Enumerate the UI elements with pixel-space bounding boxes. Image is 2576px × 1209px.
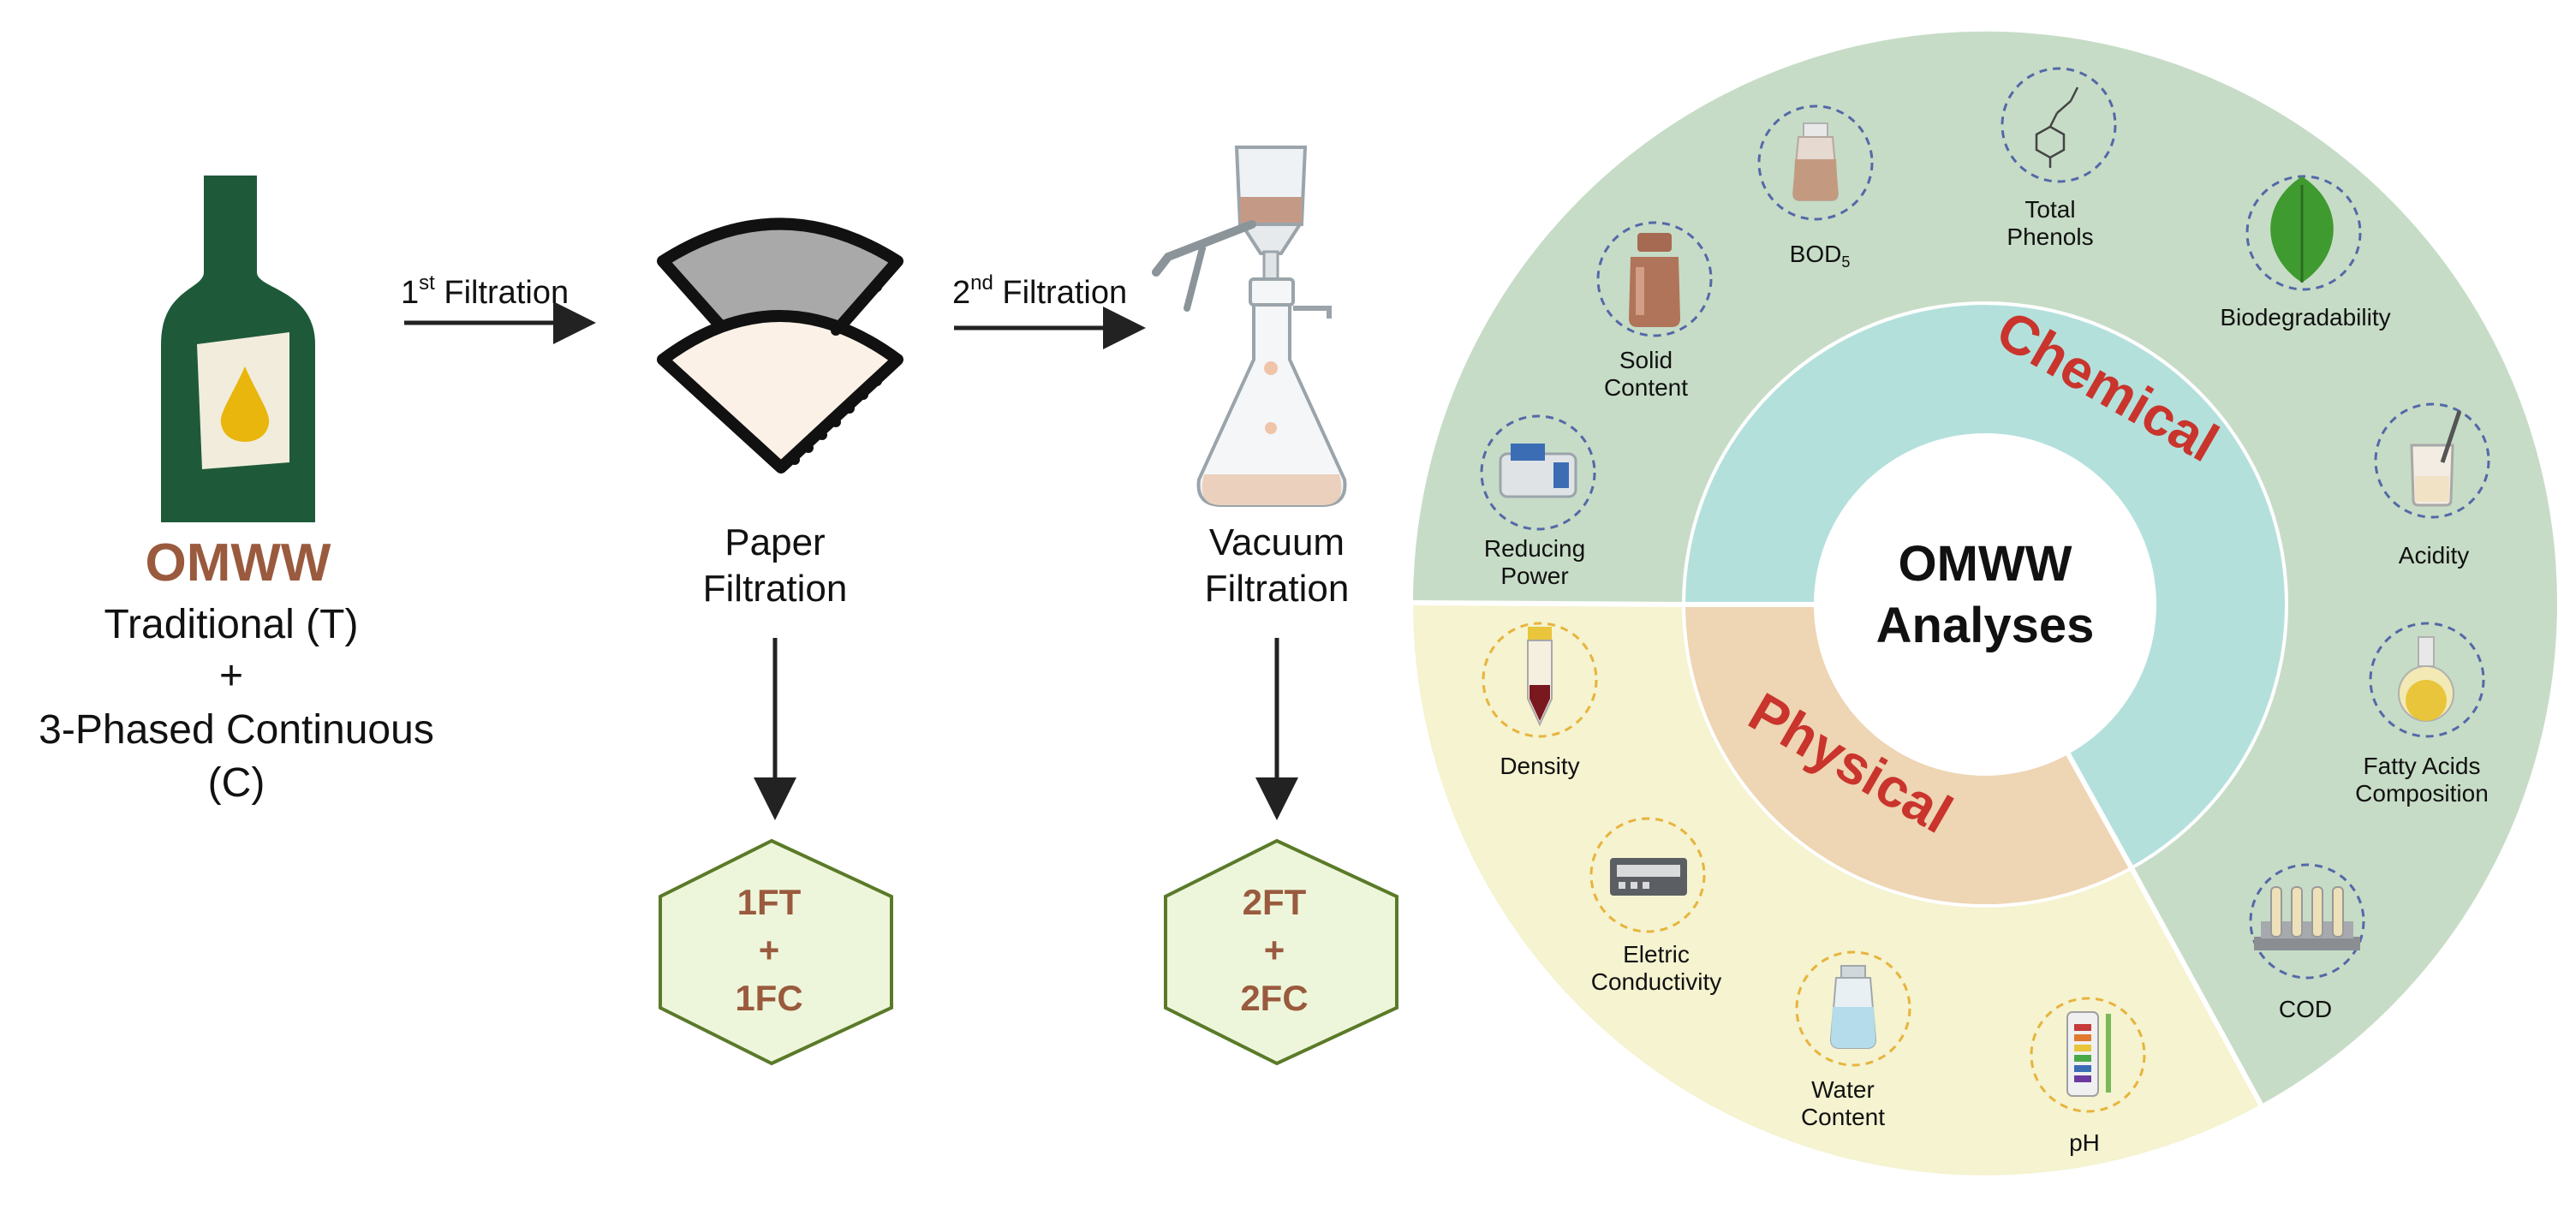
omww-bottle-icon xyxy=(161,176,315,522)
product-1-line1: 1FT xyxy=(737,882,802,922)
phenol-molecule-icon xyxy=(2035,86,2079,168)
source-name: OMWW xyxy=(146,533,331,593)
paper-filtration-label-1: Paper xyxy=(724,521,825,563)
paper-filtration-label-2: Filtration xyxy=(703,568,848,610)
fatty-acids-label-1: Fatty Acids xyxy=(2364,753,2481,779)
source-type-traditional: Traditional (T) xyxy=(104,602,359,647)
acidity-item: Acidity xyxy=(2374,402,2490,569)
reducing-power-label-2: Power xyxy=(1500,563,1568,589)
ph-label: pH xyxy=(2069,1129,2100,1156)
bod5-label: BOD5 xyxy=(1790,241,1851,271)
product-1-line3: 1FC xyxy=(735,978,802,1018)
spectrophotometer-icon xyxy=(1499,444,1577,498)
source-type-continuous: 3-Phased Continuous xyxy=(39,707,434,753)
solid-content-item: Solid Content xyxy=(1596,221,1713,401)
conductivity-label-2: Conductivity xyxy=(1591,968,1722,995)
total-phenols-item: Total Phenols xyxy=(2001,67,2117,250)
biodegradability-item: Biodegradability xyxy=(2220,175,2391,331)
vacuum-filtration-label-1: Vacuum xyxy=(1209,521,1345,563)
leaf-icon xyxy=(2270,176,2334,283)
total-phenols-label-1: Total xyxy=(2024,196,2075,223)
solid-content-label-2: Content xyxy=(1604,374,1688,401)
fatty-acids-item: Fatty Acids Composition xyxy=(2355,622,2489,807)
vacuum-flask-icon xyxy=(1152,146,1347,507)
product-hexagon-1 xyxy=(659,838,893,1066)
source-type-continuous-code: (C) xyxy=(208,760,265,806)
reducing-power-item: Reducing Power xyxy=(1480,414,1596,589)
second-filtration-label: 2nd Filtration xyxy=(952,271,1127,311)
test-tube-rack-icon xyxy=(2254,886,2360,950)
product-hexagon-2 xyxy=(1164,838,1398,1066)
source-plus: + xyxy=(219,653,243,699)
cod-label: COD xyxy=(2279,996,2332,1022)
paper-filter-icon xyxy=(657,217,903,473)
brown-bottle-icon xyxy=(1629,233,1680,327)
conductivity-label-1: Eletric xyxy=(1623,941,1690,968)
acidity-label: Acidity xyxy=(2399,542,2469,569)
solid-content-label-1: Solid xyxy=(1619,347,1673,373)
water-content-label-1: Water xyxy=(1811,1076,1875,1103)
wheel-center-title-1: OMWW xyxy=(1899,536,2072,592)
wheel-center xyxy=(1814,433,2156,776)
water-content-label-2: Content xyxy=(1801,1104,1885,1130)
ph-strip-icon xyxy=(2066,1011,2111,1097)
product-2-line1: 2FT xyxy=(1243,882,1307,922)
fatty-acids-label-2: Composition xyxy=(2355,780,2489,807)
bod5-item: BOD5 xyxy=(1757,104,1874,271)
product-2-line3: 2FC xyxy=(1240,978,1308,1018)
water-content-item: Water Content xyxy=(1795,950,1911,1130)
density-item: Density xyxy=(1482,622,1598,779)
biodegradability-label: Biodegradability xyxy=(2220,304,2390,331)
ph-item: pH xyxy=(2030,997,2146,1156)
vacuum-filtration-label-2: Filtration xyxy=(1205,568,1350,610)
product-2-line2: + xyxy=(1264,930,1285,970)
total-phenols-label-2: Phenols xyxy=(2007,223,2093,250)
oil-flask-icon xyxy=(2398,636,2454,722)
cod-item: COD xyxy=(2249,863,2365,1022)
conductivity-item: Eletric Conductivity xyxy=(1589,817,1722,995)
centrifuge-tube-icon xyxy=(1527,627,1553,727)
reducing-power-label-1: Reducing xyxy=(1484,535,1585,562)
sample-bottle-icon xyxy=(1792,122,1840,201)
analyses-wheel xyxy=(1412,31,2557,1176)
product-1-line2: + xyxy=(759,930,780,970)
first-filtration-label: 1st Filtration xyxy=(401,271,569,311)
density-label: Density xyxy=(1500,753,1579,779)
water-bottle-icon xyxy=(1829,965,1877,1049)
conductivity-meter-icon xyxy=(1610,858,1687,896)
wheel-center-title-2: Analyses xyxy=(1876,598,2095,653)
beaker-icon xyxy=(2410,410,2462,507)
